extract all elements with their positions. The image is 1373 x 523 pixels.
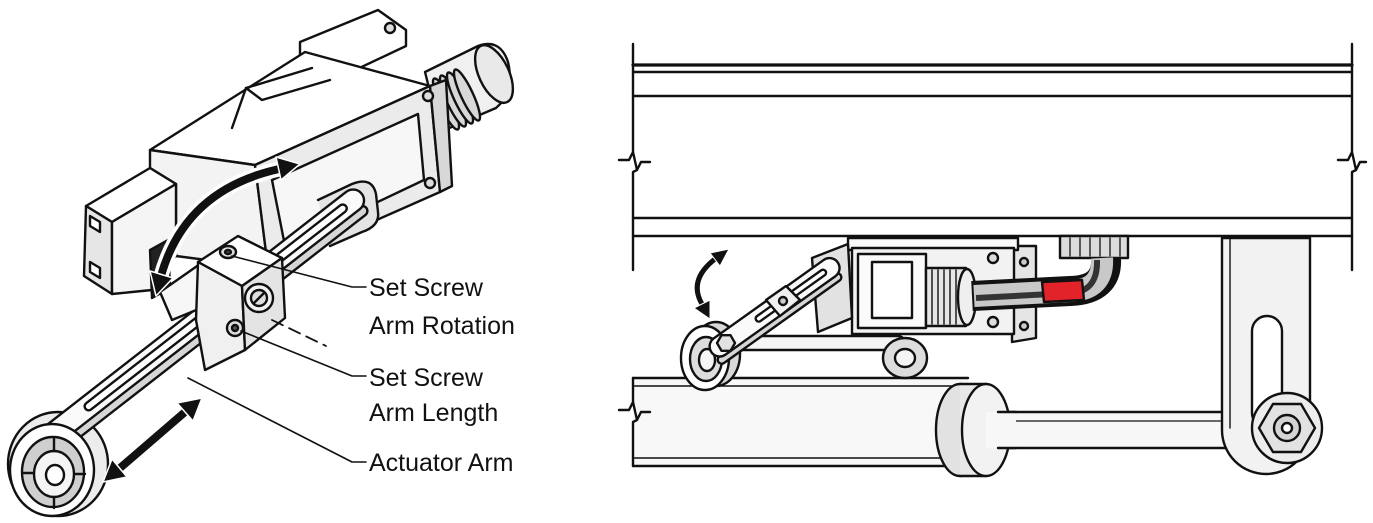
housing-screw-icon [986, 315, 1000, 329]
bracket-nut-icon [1250, 391, 1324, 465]
flange-screw-icon [383, 21, 397, 35]
head-notch [88, 260, 102, 280]
bolt-center [1280, 421, 1294, 435]
cover-screw-icon [423, 176, 437, 190]
cover-screw-icon [421, 89, 435, 103]
clamp-front-face [194, 260, 247, 372]
beam-body [633, 64, 1352, 236]
frame-beam [617, 42, 1368, 272]
set-screw-length-socket [230, 323, 240, 333]
switch-head-window [870, 260, 914, 320]
rod-body [983, 410, 1232, 450]
arm-clamp [158, 234, 287, 372]
length-arrow-shaft [116, 408, 189, 472]
hub-screw-slot [252, 291, 266, 305]
rotation-arrow-icon [149, 156, 301, 297]
rotation-arrow-mounted-icon [692, 248, 730, 320]
lower-hub-center [893, 347, 917, 369]
label-set-screw-length-line2: Arm Length [369, 399, 498, 427]
rotation-arrow-mounted-head-up [709, 248, 730, 267]
callout-labels: Set Screw Arm Rotation Set Screw Arm Len… [369, 274, 515, 477]
head-notch [88, 214, 102, 234]
rotation-arrow-shaft [157, 165, 283, 280]
leader-line-actuator-arm [187, 377, 367, 463]
head-left-face [82, 204, 114, 296]
break-mark-right [1336, 42, 1368, 272]
length-arrow-icon [102, 397, 203, 483]
left-illustration [6, 8, 515, 518]
label-set-screw-rotation-line1: Set Screw [369, 274, 484, 302]
cable [971, 234, 1130, 311]
rotation-arrowhead-down [149, 270, 174, 297]
switch-gland-mounted [924, 266, 978, 328]
gland-ridge [452, 68, 482, 122]
rear-bracket-screw-icon [1018, 256, 1030, 268]
body-front-cover [270, 112, 426, 248]
tube-end-collar [934, 382, 1018, 478]
right-illustration [617, 42, 1368, 478]
lower-link [723, 334, 929, 380]
axis-dashed-line [271, 319, 327, 347]
body-right-strip [428, 78, 454, 194]
rotation-arrow-mounted-shaft [694, 256, 718, 307]
rotation-arrow-mounted-head-down [693, 299, 711, 320]
roller-hub [697, 347, 717, 373]
break-mark-left [617, 42, 652, 272]
set-screw-length [225, 318, 245, 338]
rear-bracket-screw-icon [1018, 320, 1030, 332]
label-actuator-arm: Actuator Arm [369, 449, 514, 477]
clamp-hub [243, 282, 275, 314]
set-screw-rotation [218, 244, 238, 260]
rod [983, 410, 1232, 450]
leader-line-set-screw-rotation [231, 255, 367, 288]
roller-wheel [8, 422, 96, 518]
arm-mounted-nut-icon [715, 334, 737, 352]
mount-bracket [1220, 236, 1324, 476]
label-set-screw-rotation-line2: Arm Rotation [369, 312, 515, 340]
tube-body [633, 378, 968, 466]
arm-mounted-set-screw-icon [777, 295, 789, 307]
set-screw-rotation-socket [223, 248, 233, 256]
length-arrowhead-down [102, 458, 128, 483]
label-set-screw-length-line1: Set Screw [369, 364, 484, 392]
rod-stub [986, 412, 1016, 448]
cable-red-sleeve [1040, 278, 1086, 304]
break-mark-tube [617, 376, 652, 468]
length-arrowhead-up [176, 397, 203, 422]
gland-end-cap [473, 43, 515, 105]
cable-fitting [1058, 234, 1130, 260]
housing-screw-icon [986, 251, 1000, 265]
frame-tube [617, 376, 970, 468]
actuator-arm-mounted [708, 256, 843, 365]
rotation-arrowhead-up [275, 156, 301, 181]
leader-line-set-screw-length [240, 330, 367, 377]
wheel-center [44, 463, 66, 487]
body-top-step-edge [244, 78, 332, 102]
